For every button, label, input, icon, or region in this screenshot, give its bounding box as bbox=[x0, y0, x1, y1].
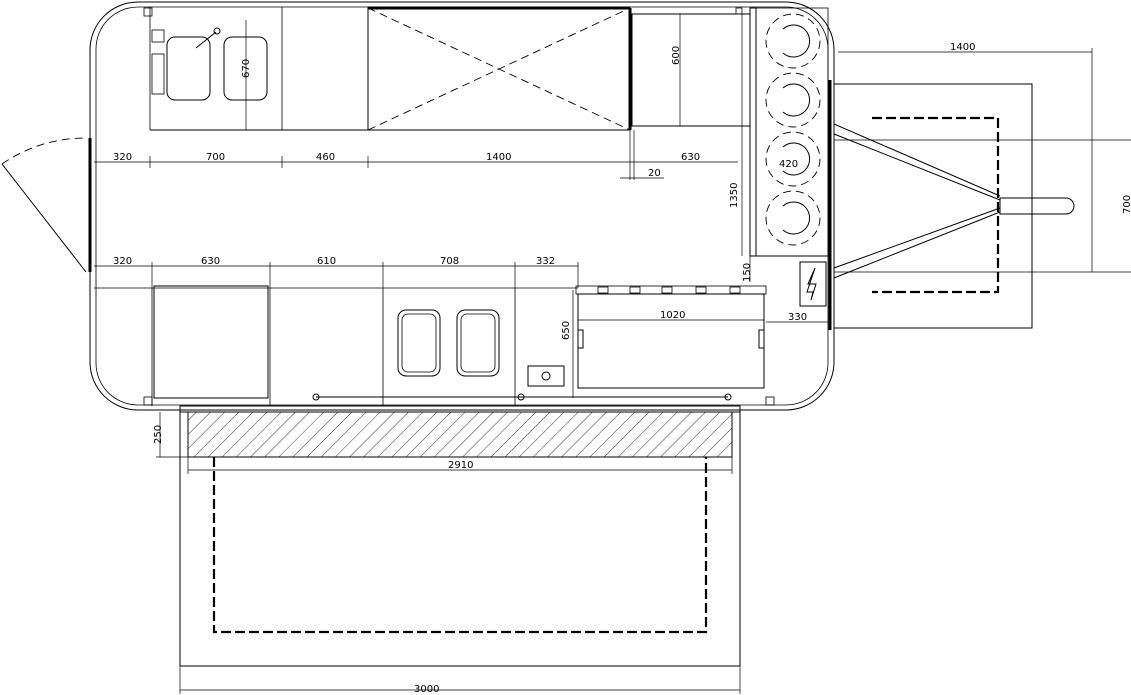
awning-frame bbox=[179, 412, 741, 667]
display-fridge bbox=[575, 285, 767, 389]
burner-1 bbox=[765, 13, 821, 69]
dim-lower-708: 708 bbox=[440, 256, 459, 267]
door-swing bbox=[1, 137, 87, 273]
fryer bbox=[397, 309, 500, 377]
serving-counter bbox=[179, 405, 741, 458]
dim-counter-2910: 2910 bbox=[448, 460, 473, 471]
burner-4 bbox=[765, 190, 821, 246]
dim-upper-320: 320 bbox=[113, 152, 132, 163]
dim-burner-width: 420 bbox=[779, 159, 798, 170]
dim-lower-320: 320 bbox=[113, 256, 132, 267]
dim-drawbar-1400: 1400 bbox=[950, 42, 975, 53]
burner-3 bbox=[765, 131, 821, 187]
dim-drawbar-700: 700 bbox=[1122, 195, 1131, 214]
dim-lower-332: 332 bbox=[536, 256, 555, 267]
dim-side-330: 330 bbox=[788, 312, 807, 323]
fridge bbox=[631, 7, 751, 127]
upper-dimension-line bbox=[94, 130, 738, 180]
hand-sink bbox=[527, 365, 565, 387]
dim-sink-depth: 670 bbox=[241, 59, 252, 78]
lower-dimension-line bbox=[94, 262, 579, 288]
dim-lower-610: 610 bbox=[317, 256, 336, 267]
dim-display-1020: 1020 bbox=[660, 310, 685, 321]
trailer-body bbox=[88, 1, 835, 411]
dim-awning-3000: 3000 bbox=[414, 684, 439, 695]
dim-lower-630: 630 bbox=[201, 256, 220, 267]
dim-gap-20: 20 bbox=[648, 168, 661, 179]
lightning-bolt-icon bbox=[806, 267, 817, 301]
electrical-panel bbox=[799, 261, 827, 307]
worktop-1400 bbox=[367, 6, 632, 131]
dim-burner-length: 1350 bbox=[729, 183, 740, 208]
burner-unit bbox=[749, 7, 829, 257]
dim-counter-depth-250: 250 bbox=[153, 425, 164, 444]
dim-fridge-depth: 600 bbox=[671, 46, 682, 65]
burner-2 bbox=[765, 72, 821, 128]
top-counter bbox=[143, 7, 630, 131]
dim-upper-700: 700 bbox=[206, 152, 225, 163]
dim-upper-1400: 1400 bbox=[486, 152, 511, 163]
serving-rail bbox=[312, 393, 732, 401]
dim-depth-650: 650 bbox=[561, 321, 572, 340]
dim-gap-150: 150 bbox=[742, 263, 753, 282]
dim-upper-460: 460 bbox=[316, 152, 335, 163]
dim-upper-630: 630 bbox=[681, 152, 700, 163]
bottom-counter bbox=[94, 285, 775, 406]
hitch-drawbar bbox=[833, 83, 1075, 329]
double-sink bbox=[166, 27, 268, 101]
